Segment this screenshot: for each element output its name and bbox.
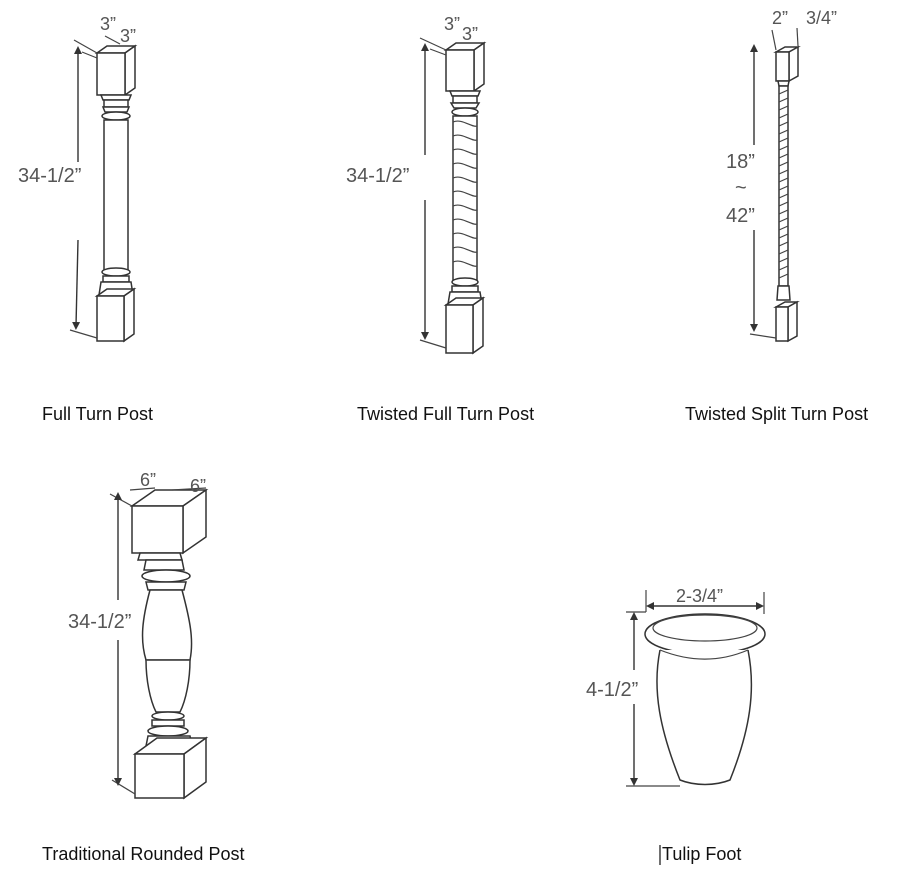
twisted-full-turn-post-width-label: 3” (444, 14, 460, 34)
full-turn-post-drawing (69, 35, 138, 343)
twisted-split-turn-post-tilde-label: ~ (735, 177, 747, 199)
traditional-rounded-post-drawing (109, 487, 209, 800)
twisted-split-turn-post-height-min-label: 18” (726, 151, 755, 173)
full-turn-post-width-label: 3” (100, 14, 116, 34)
twisted-full-turn-post-height-label: 34-1/2” (346, 165, 409, 187)
twisted-split-turn-post-width-label: 2” (772, 8, 788, 28)
traditional-rounded-post-depth-label: 6” (190, 476, 206, 496)
full-turn-post-caption: Full Turn Post (42, 404, 153, 424)
twisted-split-turn-post-height-max-label: 42” (726, 205, 755, 227)
twisted-split-turn-post-depth-label: 3/4” (806, 8, 837, 28)
tulip-foot-height-label: 4-1/2” (586, 679, 638, 701)
traditional-rounded-post-caption: Traditional Rounded Post (42, 844, 244, 864)
tulip-foot-width-label: 2-3/4” (676, 586, 723, 606)
tulip-foot-caption: Tulip Foot (662, 844, 741, 864)
traditional-rounded-post-height-label: 34-1/2” (68, 611, 131, 633)
twisted-full-turn-post-drawing (419, 37, 487, 355)
full-turn-post-depth-label: 3” (120, 26, 136, 46)
twisted-split-turn-post-drawing (749, 27, 801, 343)
twisted-full-turn-post-caption: Twisted Full Turn Post (357, 404, 534, 424)
full-turn-post-height-label: 34-1/2” (18, 165, 81, 187)
twisted-full-turn-post-depth-label: 3” (462, 24, 478, 44)
tulip-foot-drawing (626, 590, 766, 865)
traditional-rounded-post-width-label: 6” (140, 470, 156, 490)
twisted-split-turn-post-caption: Twisted Split Turn Post (685, 404, 868, 424)
